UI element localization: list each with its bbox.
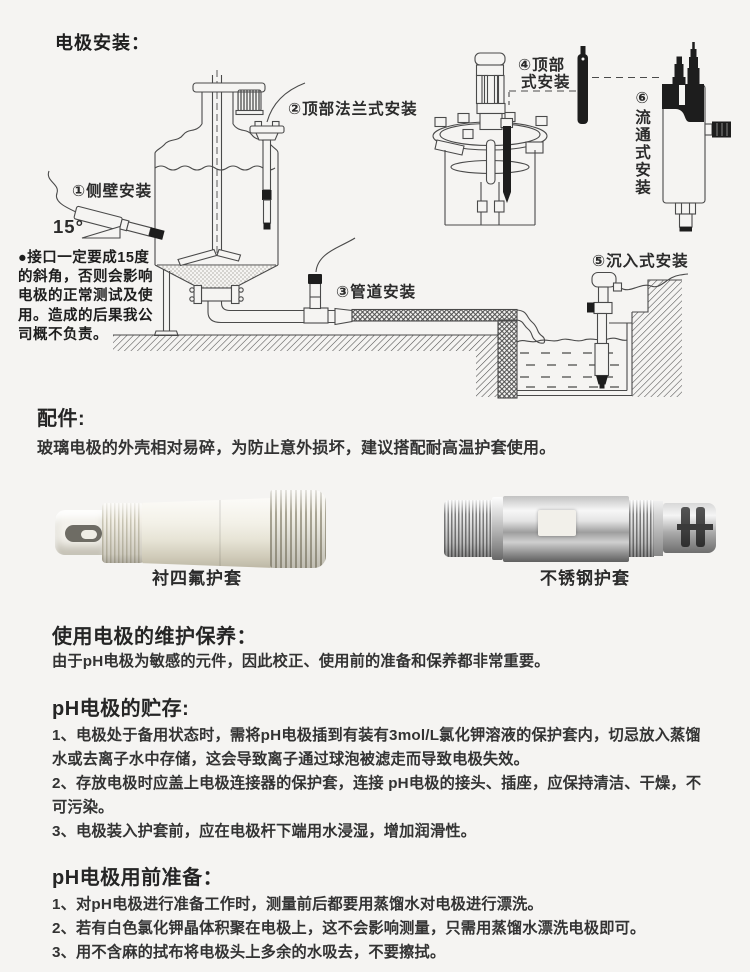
section-title-maintenance: 使用电极的维护保养：	[52, 626, 257, 648]
steel-end-piece	[663, 503, 716, 553]
label-angle-15: 15°	[53, 216, 84, 237]
storage-line-3: 2、存放电极时应盖上电极连接器的保护套，连接 pH电极的接头、插座，应保持清洁、…	[52, 775, 702, 792]
steel-ring	[492, 497, 503, 560]
label-pipe-mount: ③管道安装	[336, 284, 417, 301]
installation-note: ●接口一定要成15度 的斜角，否则会影响 电极的正常测试及使 用。造成的后果我公…	[18, 250, 153, 343]
pipeline	[334, 307, 518, 326]
pool	[497, 279, 682, 399]
ptfe-barrel	[142, 498, 274, 568]
label-top-mount-1: ④顶部	[518, 57, 566, 74]
ptfe-sleeve-image	[54, 488, 326, 570]
ptfe-slot-hole	[65, 525, 102, 542]
product-label-ptfe: 衬四氟护套	[152, 569, 242, 588]
label-submerged-mount: ⑤沉入式安装	[592, 253, 689, 270]
steel-taper	[654, 501, 663, 556]
storage-line-5: 3、电极装入护套前，应在电极杆下端用水浸湿，增加润滑性。	[52, 823, 477, 840]
ground	[113, 334, 498, 397]
top-mount-assembly	[432, 46, 661, 226]
installation-diagram	[47, 42, 731, 399]
preparation-line-2: 2、若有白色氯化钾晶体积聚在电极上，这不会影响测量，只需用蒸馏水漂洗电极即可。	[52, 920, 646, 937]
ptfe-collar-thread	[102, 503, 144, 563]
accessories-description: 玻璃电极的外壳相对易碎，为防止意外损坏，建议搭配耐高温护套使用。	[37, 440, 556, 457]
submerged-electrode	[587, 271, 689, 389]
storage-line-1: 1、电极处于备用状态时，需将pH电极插到有装有3mol/L氯化钾溶液的保护套内，…	[52, 727, 701, 744]
top-flange-electrode	[249, 82, 306, 230]
ptfe-tip	[55, 510, 105, 555]
flow-cell	[662, 42, 731, 232]
label-side-wall-mount: ①侧壁安装	[72, 183, 153, 200]
steel-body	[503, 496, 629, 562]
pipe-electrode	[303, 237, 356, 324]
storage-line-2: 水或去离子水中存储，这会导致离子通过球泡被滤走而导致电极失效。	[52, 751, 530, 768]
section-title-accessories: 配件:	[37, 408, 86, 430]
maintenance-intro: 由于pH电极为敏感的元件，因此校正、使用前的准备和保养都非常重要。	[52, 653, 550, 670]
label-top-mount-2: 式安装	[521, 74, 571, 91]
ptfe-thread-end	[270, 490, 326, 568]
steel-sleeve-image	[440, 494, 720, 564]
section-title-installation: 电极安装：	[55, 33, 150, 53]
steel-label-patch	[538, 510, 576, 536]
side-wall-electrode	[47, 170, 165, 240]
preparation-line-1: 1、对pH电极进行准备工作时，测量前后都要用蒸馏水对电极进行漂洗。	[52, 896, 543, 913]
preparation-line-3: 3、用不含麻的拭布将电极头上多余的水吸去，不要擦拭。	[52, 944, 446, 961]
storage-line-4: 可污染。	[52, 799, 114, 816]
steel-thread-left	[444, 500, 492, 557]
section-title-storage: pH电极的贮存:	[52, 698, 190, 720]
product-label-steel: 不锈钢护套	[540, 569, 630, 588]
steel-thread-right	[629, 500, 654, 557]
label-flow-through-mount: ⑥流通式安装	[633, 89, 650, 197]
section-title-preparation: pH电极用前准备：	[52, 867, 224, 889]
label-top-flange-mount: ②顶部法兰式安装	[288, 101, 418, 118]
